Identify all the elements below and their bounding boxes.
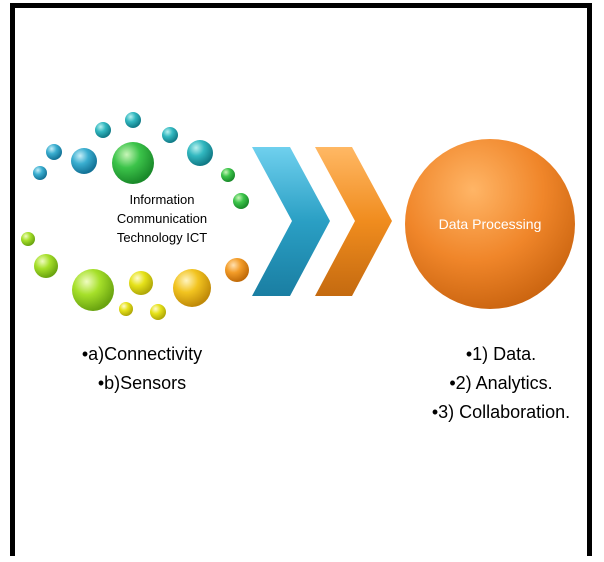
list-item: •b)Sensors [97,373,187,393]
list-item: •a)Connectivity [81,344,203,364]
ict-label-line: Information [129,192,195,207]
ict-items-list: •a)Connectivity •b)Sensors [52,340,232,398]
ict-label: Information Communication Technology ICT [82,190,242,247]
ict-label-line: Communication [116,211,208,226]
chevron-right-orange-icon [315,147,392,296]
list-item: •1) Data. [465,344,537,364]
target-circle-icon [405,139,575,309]
bubble-ring-icon [21,112,249,320]
list-item: •3) Collaboration. [431,402,571,422]
data-processing-label: Data Processing [438,216,542,232]
ict-label-line: Technology ICT [116,230,208,245]
data-processing-items-list: •1) Data. •2) Analytics. •3) Collaborati… [406,340,596,427]
chevron-right-blue-icon [252,147,330,296]
list-item: •2) Analytics. [449,373,553,393]
